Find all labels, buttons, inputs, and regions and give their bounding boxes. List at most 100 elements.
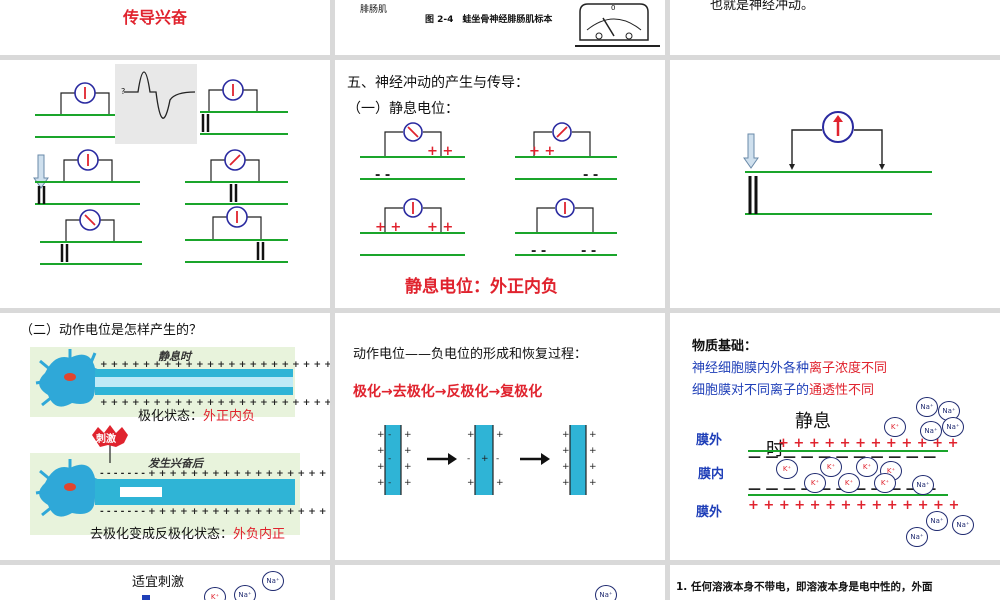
trace-qmark: ?: [121, 87, 126, 96]
svg-text:+: +: [589, 478, 597, 488]
svg-text:+ + + + + + + + + + + + + + +: + + + + + + + + + + + + + + + + + + + + …: [100, 360, 330, 370]
polarization-value: 外正内负: [203, 409, 256, 424]
svg-text:+: +: [562, 430, 570, 440]
svg-text:+: +: [562, 446, 570, 456]
na-ion: Na⁺: [595, 585, 617, 600]
subsection-heading: （一）静息电位：: [347, 101, 459, 117]
svg-text:- - - - - - - + + + + + + + +: - - - - - - - + + + + + + + + + + + + + …: [100, 469, 330, 479]
svg-text:+ + + + + + + + + + + + + + +: + + + + + + + + + + + + + + + + + + + + …: [100, 398, 330, 408]
na-ion: Na⁺: [926, 511, 948, 531]
polarization-label: 极化状态：: [138, 409, 204, 424]
after-excitation-label: 发生兴奋后: [148, 457, 203, 470]
svg-text:+: +: [562, 462, 570, 472]
na-ion: Na⁺: [912, 475, 934, 495]
svg-text:-: -: [388, 454, 391, 464]
svg-text:- -: - -: [581, 244, 596, 259]
svg-text:- -: - -: [583, 168, 598, 183]
inside-label: 膜内: [698, 467, 725, 482]
svg-text:+: +: [496, 478, 504, 488]
svg-text:+: +: [496, 430, 504, 440]
depolarization-state: 去极化变成反极化状态：外负内正: [90, 523, 285, 542]
outside-label-2: 膜外: [696, 505, 723, 520]
impulse-text: 也就是神经冲动。: [710, 0, 815, 13]
k-ion: K⁺: [820, 457, 842, 477]
resting-label: 静息时: [158, 350, 191, 363]
slide-title: 传导兴奋: [123, 8, 188, 27]
k-ion: K⁺: [776, 459, 798, 479]
na-ion: Na⁺: [916, 397, 938, 417]
neuron-diagrams: + + + + + + + + + + + + + + + + + + + + …: [30, 347, 330, 535]
muscle-label: 腓肠肌: [360, 5, 388, 15]
svg-text:+ +: + +: [375, 220, 401, 235]
process-sequence: 极化→去极化→反极化→复极化: [353, 384, 543, 400]
svg-text:+ +: + +: [427, 220, 453, 235]
svg-text:+: +: [404, 430, 412, 440]
depolarization-label: 去极化变成反极化状态：: [90, 527, 234, 542]
k-ion: K⁺: [204, 587, 226, 600]
stimulus-label: 刺激: [96, 434, 116, 445]
na-ion: Na⁺: [920, 421, 942, 441]
svg-text:+ + + + + + + + + + + + + +: + + + + + + + + + + + + + +: [748, 498, 959, 513]
k-ion: K⁺: [884, 417, 906, 437]
section-heading: 五、神经冲动的产生与传导：: [347, 75, 529, 91]
svg-text:-: -: [388, 430, 391, 440]
svg-text:+: +: [467, 478, 475, 488]
k-ion: K⁺: [804, 473, 826, 493]
na-ion: Na⁺: [942, 417, 964, 437]
slide-4: ?: [0, 60, 330, 308]
stimulus-diagram: [743, 111, 932, 215]
svg-text:+ +: + +: [427, 144, 453, 159]
svg-text:+: +: [562, 478, 570, 488]
svg-text:- - - - - - - + + + + + + + +: - - - - - - - + + + + + + + + + + + + + …: [100, 507, 330, 517]
process-heading: 动作电位——负电位的形成和恢复过程：: [353, 347, 588, 362]
galvanometer-drawing: [575, 3, 660, 47]
svg-text:+: +: [589, 446, 597, 456]
svg-text:+ +: + +: [529, 144, 555, 159]
svg-text:+ + + + + + + + + + + +: + + + + + + + + + + + +: [778, 436, 959, 451]
svg-text:- -: - -: [531, 244, 546, 259]
figure-caption: 图 2-4 蛙坐骨神经腓肠肌标本: [425, 15, 553, 25]
slide-3: 也就是神经冲动。: [670, 0, 1000, 55]
svg-text:+: +: [404, 462, 412, 472]
k-ion: K⁺: [874, 473, 896, 493]
basis-line-1: 神经细胞膜内外各种离子浓度不同: [692, 357, 887, 376]
k-ion: K⁺: [838, 473, 860, 493]
svg-text:+: +: [377, 462, 385, 472]
material-basis-heading: 物质基础：: [692, 339, 758, 354]
slide-5: 五、神经冲动的产生与传导： （一）静息电位： + + - - + + - - +…: [335, 60, 665, 308]
svg-text:+: +: [404, 478, 412, 488]
resting-conclusion: 静息电位：外正内负: [405, 277, 558, 297]
svg-text:-: -: [467, 454, 470, 464]
svg-text:+: +: [467, 430, 475, 440]
basis-line-1-b: 离子浓度不同: [809, 361, 888, 376]
slide-12: 1. 任何溶液本身不带电，即溶液本身是电中性的，外面: [670, 565, 1000, 600]
na-ion: Na⁺: [952, 515, 974, 535]
svg-text:+: +: [377, 446, 385, 456]
slide-7: （二）动作电位是怎样产生的？ + + + + + + + + + + + + +…: [0, 313, 330, 560]
membrane-sequence: ++++ ++++ --- ++ ++ -- + ++++ ++++: [377, 425, 597, 495]
basis-line-1-a: 神经细胞膜内外各种: [692, 361, 810, 376]
slide-2: 腓肠肌 图 2-4 蛙坐骨神经腓肠肌标本 0: [335, 0, 665, 55]
na-ion: Na⁺: [262, 571, 284, 591]
svg-text:-: -: [388, 478, 391, 488]
basis-line-2-b: 通透性不同: [809, 383, 875, 398]
suitable-stimulus: 适宜刺激: [132, 575, 185, 590]
svg-text:+: +: [377, 478, 385, 488]
resting-potential-diagrams: + + - - + + - - + + + + - - - -: [360, 122, 617, 259]
k-ion: K⁺: [856, 457, 878, 477]
slide-1: 传导兴奋: [0, 0, 330, 55]
svg-text:-: -: [496, 454, 499, 464]
svg-text:+: +: [404, 446, 412, 456]
slide-10: 适宜刺激 Na⁺ Na⁺ K⁺: [0, 565, 330, 600]
conduction-diagrams: [33, 64, 288, 265]
svg-text:+: +: [481, 454, 489, 464]
polarization-state: 极化状态：外正内负: [138, 405, 255, 424]
slide-6: [670, 60, 1000, 308]
na-ion: Na⁺: [234, 585, 256, 600]
note-line-1: 1. 任何溶液本身不带电，即溶液本身是电中性的，外面: [676, 581, 933, 593]
slide-11: Na⁺: [335, 565, 665, 600]
svg-text:+: +: [589, 430, 597, 440]
gauge-zero: 0: [611, 4, 616, 12]
action-potential-question: （二）动作电位是怎样产生的？: [20, 323, 203, 338]
depolarization-value: 外负内正: [233, 527, 286, 542]
